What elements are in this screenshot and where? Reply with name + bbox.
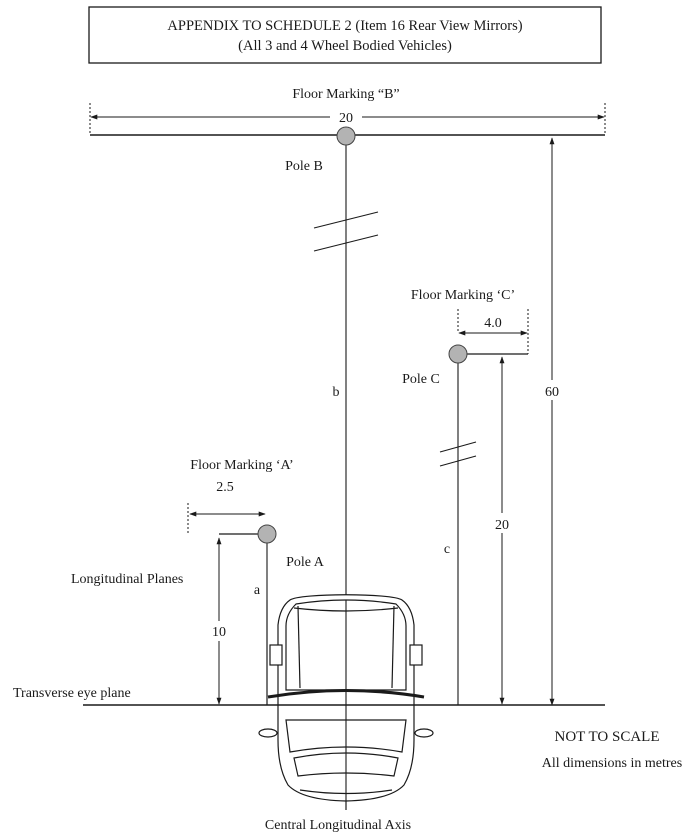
pole-c-group: Floor Marking ‘C’ 4.0 Pole C c 20 xyxy=(402,288,529,705)
pole-b-distance: 60 xyxy=(545,385,559,400)
floor-marking-c-label: Floor Marking ‘C’ xyxy=(411,288,515,303)
floor-marking-b: Floor Marking “B” 20 xyxy=(89,87,606,136)
pole-b-label: Pole B xyxy=(285,159,323,174)
pole-a-label: Pole A xyxy=(286,555,325,570)
pole-a-distance: 10 xyxy=(212,625,226,640)
pole-c-break-mark xyxy=(439,455,477,467)
pole-c-marker xyxy=(448,344,468,364)
floor-marking-b-label: Floor Marking “B” xyxy=(292,87,399,102)
floor-marking-c-width: 4.0 xyxy=(484,316,502,331)
pole-c-label: Pole C xyxy=(402,372,440,387)
pole-c-distance-label: c xyxy=(444,542,450,557)
longitudinal-planes-label: Longitudinal Planes xyxy=(71,572,183,587)
pole-b-marker xyxy=(336,126,356,146)
not-to-scale-note: NOT TO SCALE xyxy=(554,729,659,745)
left-headlight xyxy=(258,728,278,738)
header-line-2: (All 3 and 4 Wheel Bodied Vehicles) xyxy=(238,38,452,54)
axis-break-mark xyxy=(313,234,379,252)
left-mirror xyxy=(269,644,283,666)
pole-a-marker xyxy=(257,524,277,544)
pole-a-group: Floor Marking ‘A’ 2.5 Pole A a 10 xyxy=(187,458,325,705)
floor-marking-b-width: 20 xyxy=(339,111,353,126)
right-headlight xyxy=(414,728,434,738)
right-mirror xyxy=(409,644,423,666)
axis-break-mark xyxy=(313,211,379,229)
header-box: APPENDIX TO SCHEDULE 2 (Item 16 Rear Vie… xyxy=(88,6,602,64)
pole-c-break-mark xyxy=(439,441,477,453)
floor-marking-a-width: 2.5 xyxy=(216,480,234,495)
pole-c-distance: 20 xyxy=(495,518,509,533)
units-note: All dimensions in metres xyxy=(542,756,682,771)
transverse-eye-plane-label: Transverse eye plane xyxy=(13,686,131,701)
header-line-1: APPENDIX TO SCHEDULE 2 (Item 16 Rear Vie… xyxy=(167,18,522,34)
pole-a-distance-label: a xyxy=(254,583,261,598)
pole-b-distance-label: b xyxy=(333,385,340,400)
central-axis-label: Central Longitudinal Axis xyxy=(265,818,411,833)
floor-marking-a-label: Floor Marking ‘A’ xyxy=(190,458,293,473)
